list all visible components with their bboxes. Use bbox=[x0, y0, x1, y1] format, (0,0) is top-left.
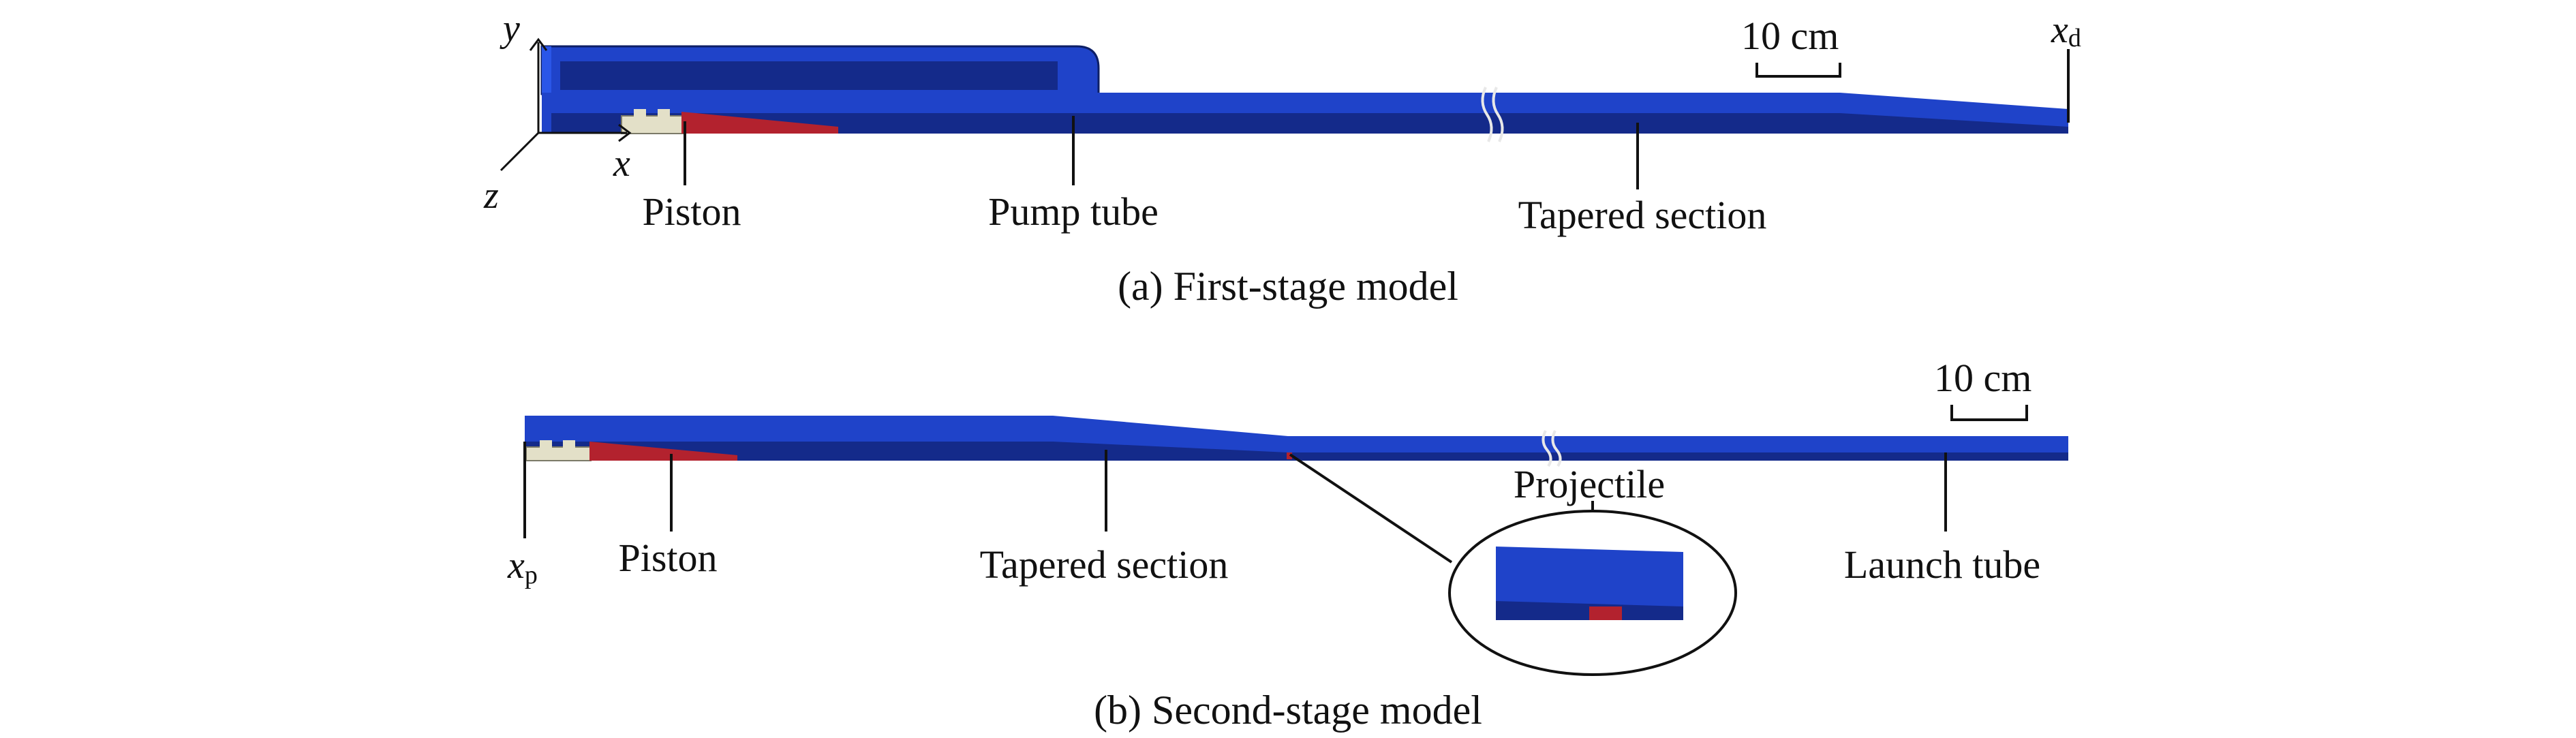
axis-y-label: y bbox=[500, 7, 520, 50]
zoom-projectile bbox=[1589, 606, 1622, 620]
xp-label: xp bbox=[507, 544, 538, 589]
tapered-section-bore bbox=[1840, 113, 2068, 134]
projectile-label: Projectile bbox=[1514, 462, 1665, 506]
xd-label: xd bbox=[2051, 9, 2081, 52]
projectile-zoom-inset bbox=[1448, 510, 1737, 676]
tapered-section-label: Tapered section bbox=[980, 542, 1229, 587]
projectile-zoom-leader bbox=[1289, 453, 1453, 564]
tapered-section-label: Tapered section bbox=[1518, 193, 1767, 237]
axis-z-label: z bbox=[483, 174, 499, 217]
zoom-tube-section bbox=[1496, 547, 1683, 620]
first-stage-model: y x z xd 10 cm Piston Pump tube Tapered … bbox=[483, 7, 2081, 309]
scale-bar-label: 10 cm bbox=[1741, 14, 1839, 58]
piston-label: Piston bbox=[618, 536, 717, 580]
axes-origin bbox=[500, 37, 632, 172]
piston-label: Piston bbox=[642, 189, 741, 234]
caption-first-stage: (a) First-stage model bbox=[1118, 264, 1458, 309]
projectile-mark bbox=[1287, 452, 1292, 459]
piston-tooth-1 bbox=[540, 440, 552, 448]
scale-bar bbox=[1950, 405, 2028, 421]
piston-red-body bbox=[681, 112, 838, 134]
launch-tube-label: Launch tube bbox=[1844, 542, 2040, 587]
pump-chamber-inner bbox=[560, 61, 1058, 90]
piston-base bbox=[621, 115, 685, 134]
break-mark bbox=[1481, 87, 1504, 142]
piston-red-body bbox=[589, 442, 737, 461]
scale-bar-label: 10 cm bbox=[1934, 356, 2031, 400]
axis-x-label: x bbox=[613, 142, 630, 185]
second-stage-model: xp 10 cm Piston Tapered section Projecti… bbox=[507, 356, 2068, 733]
pump-tube-label: Pump tube bbox=[988, 189, 1159, 234]
scale-bar bbox=[1755, 63, 1841, 78]
piston-base bbox=[525, 446, 592, 461]
caption-second-stage: (b) Second-stage model bbox=[1094, 688, 1482, 733]
second-stage-tube-bore bbox=[525, 442, 2068, 461]
piston-tooth-2 bbox=[658, 109, 670, 117]
piston-tooth-1 bbox=[634, 109, 646, 117]
break-mark bbox=[1542, 430, 1562, 467]
piston-tooth-2 bbox=[563, 440, 575, 448]
